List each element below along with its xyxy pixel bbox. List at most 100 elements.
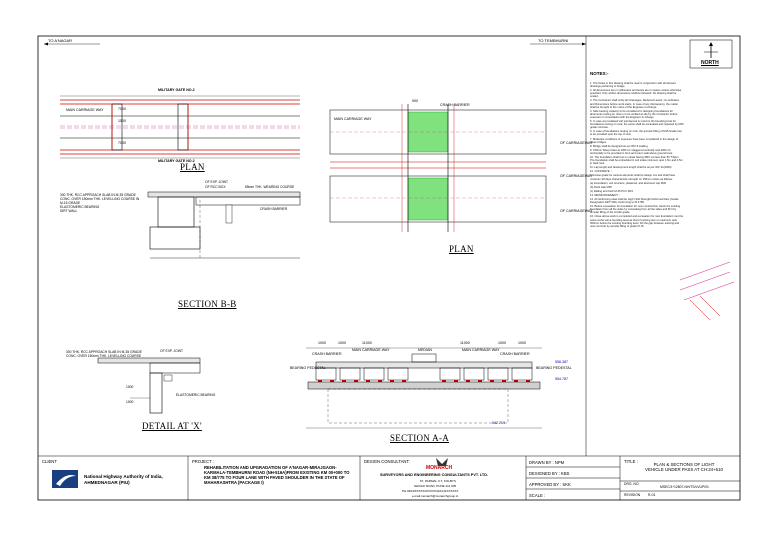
section-aa-bearing-left: BEARING PEDESTAL bbox=[290, 366, 326, 370]
detail-x-callout: 1000 bbox=[126, 400, 134, 404]
nhai-logo-icon bbox=[52, 470, 78, 488]
detail-x-drawing bbox=[97, 357, 201, 414]
north-arrow-icon bbox=[689, 39, 733, 69]
plan-right-dim-a: 900 bbox=[412, 99, 418, 103]
note-item: 8. Bridge shall be designed as per IRC:6… bbox=[590, 144, 649, 148]
section-aa-level-2: 554.787 bbox=[555, 377, 568, 381]
section-aa-title: SECTION A-A bbox=[390, 433, 450, 443]
section-bb-drawing bbox=[147, 191, 301, 259]
plan-left-dim-c: 7000 bbox=[118, 141, 126, 145]
revision-heading: REVISION bbox=[624, 493, 641, 497]
direction-arrows bbox=[44, 42, 586, 46]
consultant-address: SHIVAJI ROAD, PUNE 411 005 bbox=[414, 484, 457, 488]
notes-list: 1. The Notes in this drawing shall be re… bbox=[590, 82, 684, 229]
plan-left-dim-a: 1500 bbox=[118, 119, 126, 123]
section-bb-callout: 300 THK. RCC APPROACH SLAB IN M-35 GRADE bbox=[60, 193, 136, 197]
note-item: 1. The Notes in this drawing shall be re… bbox=[590, 82, 676, 89]
approved-by: APPROVED BY : SKK bbox=[529, 482, 571, 487]
north-label: NORTH bbox=[701, 60, 719, 66]
detail-x-callout: OF EXP. JOINT bbox=[160, 349, 184, 353]
consultant-logo: MONARCH bbox=[426, 465, 453, 471]
note-item: (b) Deck slab M35 bbox=[590, 185, 612, 189]
client-name: National Highway Authority of India, AHM… bbox=[84, 474, 163, 485]
consultant-address: e-mail:monarch@monarchgroup.in bbox=[412, 494, 459, 498]
note-item: 16. Close above work is completed and ex… bbox=[590, 215, 684, 228]
note-item: 4. Safe bearing capacity to be considere… bbox=[590, 109, 678, 119]
note-item: 12. CONCRETE :- bbox=[590, 170, 612, 174]
direction-right-label: TO TEMBHURNI bbox=[538, 38, 569, 43]
section-bb-callout: 65mm THK. WEARING COURSE bbox=[245, 185, 295, 189]
section-aa-level-3: 542.719 bbox=[492, 421, 505, 425]
title-heading: TITLE : bbox=[624, 459, 638, 464]
detail-x-callout: 300 THK. RCC APPROACH SLAB IN M-35 GRADE bbox=[66, 350, 142, 354]
section-aa-level-1: 556.387 bbox=[555, 360, 568, 364]
section-bb-callout: CRASH BARRIER bbox=[260, 207, 288, 211]
notes-heading: NOTES:- bbox=[590, 71, 609, 76]
plan-right-crash-barrier: CRASH BARRIER bbox=[440, 103, 470, 107]
plan-left-dim-b: 7000 bbox=[118, 107, 126, 111]
plan-left-gate-bottom: MILITARY GATE NO.2 bbox=[158, 159, 195, 163]
plan-right-carriageway: MAIN CARRIAGE WAY bbox=[334, 117, 372, 121]
section-aa-dim: 1000 bbox=[498, 341, 506, 345]
section-bb-title: SECTION B-B bbox=[178, 299, 237, 309]
drawn-by: DRAWN BY : NPM bbox=[529, 460, 565, 465]
consultant-emblem-icon bbox=[436, 458, 448, 466]
detail-x-callout: 1000 bbox=[126, 385, 134, 389]
plan-left-carriageway: MAIN CARRIAGE WAY bbox=[66, 108, 104, 112]
designed-by: DESIGNED BY : KBS bbox=[529, 471, 570, 476]
title-block-grid bbox=[187, 456, 740, 500]
detail-x-callouts: 300 THK. RCC APPROACH SLAB IN M-35 GRADE… bbox=[66, 350, 146, 358]
revision: R-01 bbox=[648, 493, 656, 497]
client-heading: CLIENT bbox=[42, 459, 57, 464]
note-item: 6. In case of foundations resting on roc… bbox=[590, 130, 682, 137]
note-item: 7. Moderate conditions of exposure have … bbox=[590, 137, 679, 144]
consultant-address: 67, PARMAL X.T, KOLBYS bbox=[420, 479, 456, 483]
section-aa-median: MEDIAN bbox=[418, 348, 432, 352]
section-aa-carriageway-right: MAIN CARRIAGE WAY bbox=[462, 348, 500, 352]
section-bb-callout: DIRT WALL bbox=[60, 209, 78, 214]
note-item: 14. All reinforcing steel shall be High … bbox=[590, 198, 679, 205]
consultant-address: PH.020/2XXXXX/2XXXXX(FAX)2XXXXXX bbox=[402, 489, 459, 493]
plan-left-drawing bbox=[60, 95, 300, 159]
section-aa-crash-barrier-left: CRASH BARRIER bbox=[312, 352, 342, 356]
note-item: 3. The Contractor shall verify all Chain… bbox=[590, 99, 679, 109]
section-bb-callout: ELASTOMERIC BEARING bbox=[60, 205, 100, 210]
project-text: REHABILITATION AND UPGRADATION OF A'NAGA… bbox=[204, 465, 350, 486]
scale: SCALE : bbox=[529, 493, 546, 498]
drawing-number: MSEC/1*12807-NH/TS/LVUP/01 bbox=[660, 485, 709, 489]
plan-right-title: PLAN bbox=[449, 244, 474, 254]
title-text: PLAN & SECTIONS OF LIGHT VEHICLE UNDER P… bbox=[645, 462, 723, 473]
detail-x-title: DETAIL AT 'X' bbox=[142, 421, 202, 431]
note-item: 10. The foundation shall rest on strata … bbox=[590, 155, 683, 166]
section-aa-dim: 1000 bbox=[518, 341, 526, 345]
section-aa-dim: 1000 bbox=[318, 341, 326, 345]
sheet-border bbox=[37, 35, 741, 501]
section-aa-bearing-right: BEARING PEDESTAL bbox=[536, 366, 572, 370]
section-aa-drawing bbox=[306, 347, 542, 429]
plan-right-label-2: OF CARRIAGEWAY bbox=[560, 174, 593, 178]
direction-left-label: TO A'NAGAR bbox=[48, 38, 73, 43]
consultant-heading: DESIGN CONSULTANT: bbox=[364, 459, 410, 464]
note-item: 2. All dimensions are in millimeters and… bbox=[590, 89, 682, 99]
detail-x-callout: ELASTOMERIC BEARING bbox=[176, 393, 216, 397]
section-bb-callouts: 300 THK. RCC APPROACH SLAB IN M-35 GRADE… bbox=[60, 193, 140, 214]
note-item: 13. REINFORCEMENT :- bbox=[590, 193, 621, 197]
section-bb-callout: OF EXP. JOINT bbox=[205, 180, 229, 184]
detail-x-callout: CONC. OVER 150mm THK. LEVELLING COURSE bbox=[66, 354, 142, 359]
section-aa-dim: 11000 bbox=[362, 341, 372, 345]
plan-right-label-1: OF CARRIAGEWAY bbox=[560, 141, 593, 145]
section-aa-dim: 1000 bbox=[338, 341, 346, 345]
note-item: Concrete grade for various elements shal… bbox=[590, 174, 676, 181]
note-item: 15. Before excavation for foundation for… bbox=[590, 205, 681, 215]
section-aa-dim: 11000 bbox=[460, 341, 470, 345]
section-bb-callout: OF RCC BOX bbox=[205, 185, 226, 189]
note-item: 5. In case any localised soft soil depos… bbox=[590, 120, 684, 130]
plan-left-gate-top: MILITARY GATE NO.2 bbox=[158, 88, 195, 92]
section-bb-callout: CONC. OVER 150mm THK. LEVELLING COURSE I… bbox=[60, 197, 140, 206]
note-item: (c) Railing and Kerb M-25 PCC M15 bbox=[590, 189, 634, 193]
drawing-number-heading: DRG. NO. bbox=[624, 482, 640, 486]
note-item: (a) Foundation, sub structure, plastered… bbox=[590, 181, 667, 185]
road-sketch-icon bbox=[679, 261, 735, 321]
project-heading: PROJECT : bbox=[192, 459, 214, 464]
section-aa-carriageway-left: MAIN CARRIAGE WAY bbox=[352, 348, 390, 352]
